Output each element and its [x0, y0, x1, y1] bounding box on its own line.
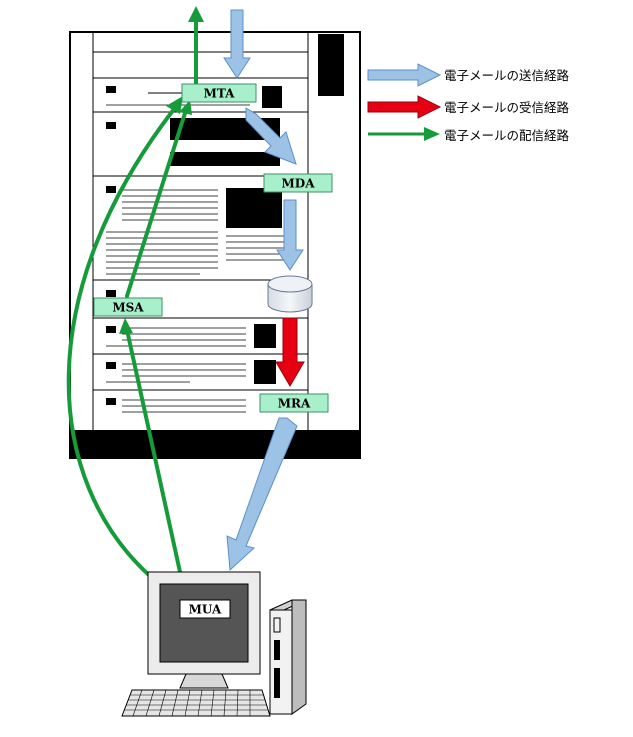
- mta-label: MTA: [204, 87, 236, 101]
- pc-tower-icon: [269, 599, 307, 715]
- legend-label: 電子メールの配信経路: [444, 128, 570, 143]
- mra-label: MRA: [278, 397, 311, 411]
- legend-label: 電子メールの受信経路: [444, 100, 570, 115]
- msa-label: MSA: [112, 301, 144, 315]
- legend: 電子メールの送信経路 電子メールの受信経路 電子メールの配信経路: [367, 63, 570, 143]
- green-arrow-icon: [179, 100, 192, 115]
- blue-arrow-icon: [223, 9, 251, 79]
- mailbox-database-icon: [267, 275, 313, 313]
- green-arrow-icon: [188, 6, 204, 22]
- red-arrow-icon: [275, 317, 305, 387]
- msa-box: MSA: [93, 297, 163, 317]
- mda-box: MDA: [263, 173, 333, 193]
- keyboard-icon: [121, 689, 271, 717]
- client-computer: MUA: [121, 571, 307, 717]
- send-path: [223, 9, 304, 572]
- green-arrow-icon: [166, 96, 183, 114]
- mda-label: MDA: [282, 177, 316, 191]
- blue-arrow-icon: [367, 63, 442, 87]
- green-arrow-icon: [424, 127, 440, 141]
- blue-arrow-icon: [226, 417, 298, 572]
- server-rack: [69, 31, 361, 459]
- mta-box: MTA: [181, 83, 257, 103]
- legend-item-delivery: 電子メールの配信経路: [368, 127, 570, 143]
- legend-label: 電子メールの送信経路: [444, 68, 570, 83]
- delivery-path: [66, 18, 198, 578]
- blue-arrow-icon: [245, 107, 297, 165]
- blue-arrow-icon: [276, 199, 304, 271]
- delivery-path-heads: [119, 6, 204, 334]
- green-arrow-icon: [119, 318, 133, 334]
- receive-path: [275, 317, 305, 387]
- legend-item-receive: 電子メールの受信経路: [367, 95, 570, 119]
- mra-box: MRA: [259, 393, 329, 413]
- red-arrow-icon: [367, 95, 442, 119]
- mua-label: MUA: [189, 603, 222, 617]
- legend-item-send: 電子メールの送信経路: [367, 63, 570, 87]
